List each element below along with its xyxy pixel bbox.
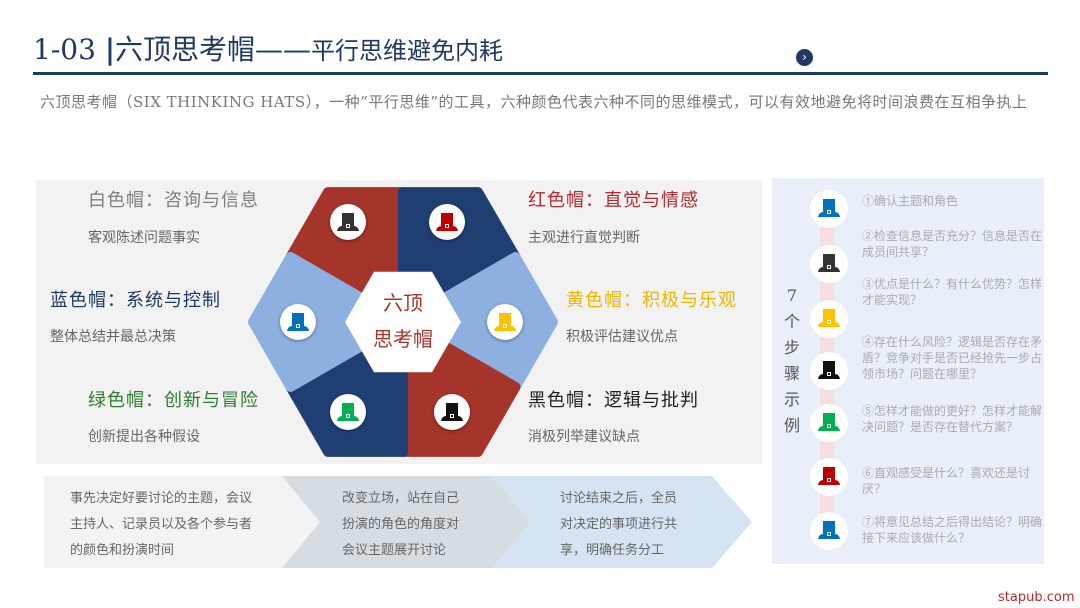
hat-desc-red: 主观进行直觉判断 <box>528 230 640 246</box>
step-hat-icon <box>810 404 848 442</box>
flow-step-1: 事先决定好要讨论的主题，会议主持人、记录员以及各个参与者的颜色和扮演时间 <box>70 491 253 558</box>
flow-arrow-2 <box>282 476 540 568</box>
flow-step-3: 讨论结束之后，全员对决定的事项进行共享，明确任务分工 <box>560 491 678 558</box>
center-line-1: 六顶 <box>383 291 423 315</box>
hat-desc-blue: 整体总结并最总决策 <box>50 329 176 345</box>
center-line-2: 思考帽 <box>373 327 433 351</box>
hat-desc-yellow: 积极评估建议优点 <box>566 329 678 345</box>
chevron-right-icon[interactable]: › <box>796 49 813 66</box>
flow-arrow-3 <box>492 476 752 568</box>
hat-icon <box>330 204 366 240</box>
step-hat-icon <box>810 352 848 390</box>
page-title: 1-03 |六顶思考帽——平行思维避免内耗 <box>33 28 503 68</box>
title-subtitle: 平行思维避免内耗 <box>311 37 504 65</box>
hat-desc-white: 客观陈述问题事实 <box>88 230 200 246</box>
hat-icon <box>330 394 366 430</box>
step-text: ③优点是什么？有什么优势？怎样才能实现？ <box>862 277 1043 307</box>
hat-title-green: 绿色帽：创新与冒险 <box>88 390 259 411</box>
intro-text: 六顶思考帽（SIX THINKING HATS），一种“平行思维”的工具，六种颜… <box>40 93 1028 111</box>
title-separator: | <box>104 33 115 66</box>
step-hat-icon <box>810 300 848 338</box>
step-text: ④存在什么风险？逻辑是否存在矛盾？竞争对手是否已经抢先一步占领市场？问题在哪里？ <box>862 335 1043 381</box>
hexagon-center-label: 六顶思考帽 <box>353 285 453 357</box>
footer-watermark: stapub.com <box>998 590 1075 605</box>
step-hat-icon <box>810 245 848 283</box>
flow-step-2: 改变立场，站在自己扮演的角色的角度对会议主题展开讨论 <box>342 491 460 558</box>
hat-icon <box>429 204 465 240</box>
step-text: ⑤怎样才能做的更好？怎样才能解决问题？是否存在替代方案？ <box>862 404 1043 434</box>
step-hat-icon <box>810 458 848 496</box>
step-hat-icon <box>810 190 848 228</box>
hat-desc-green: 创新提出各种假设 <box>88 429 200 445</box>
step-text: ⑥直观感受是什么？喜欢还是讨厌？ <box>862 466 1031 496</box>
hat-icon <box>280 304 316 340</box>
hat-title-yellow: 黄色帽：积极与乐观 <box>566 290 737 311</box>
hexagon-center <box>345 271 461 373</box>
hat-icon <box>487 304 523 340</box>
hat-icon <box>434 394 470 430</box>
steps-label: 7个步骤示例 <box>783 286 800 435</box>
step-text: ①确认主题和角色 <box>862 194 959 208</box>
flow-arrow-1 <box>44 476 322 568</box>
hat-desc-black: 消极列举建议缺点 <box>528 429 640 445</box>
section-code: 1-03 <box>33 33 96 66</box>
title-main: 六顶思考帽—— <box>115 33 312 66</box>
hat-title-blue: 蓝色帽：系统与控制 <box>50 290 221 311</box>
step-hat-icon <box>810 512 848 550</box>
step-text: ②检查信息是否充分？信息是否在成员间共享？ <box>862 229 1043 259</box>
step-text: ⑦将意见总结之后得出结论？明确接下来应该做什么？ <box>862 515 1043 545</box>
hat-title-white: 白色帽：咨询与信息 <box>88 190 259 211</box>
title-divider <box>33 72 1048 75</box>
hat-title-black: 黑色帽：逻辑与批判 <box>528 390 699 411</box>
hat-title-red: 红色帽：直觉与情感 <box>528 190 699 211</box>
